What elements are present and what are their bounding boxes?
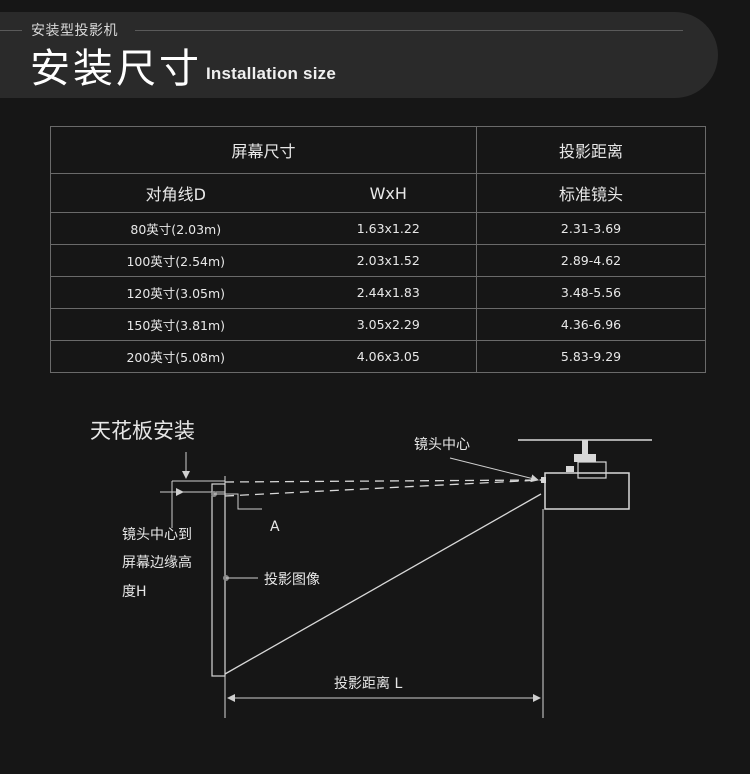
- mount-foot: [577, 461, 607, 479]
- installation-size-table: 屏幕尺寸 投影距离 对角线D WxH 标准镜头 80英寸(2.03m) 1.63…: [49, 126, 707, 373]
- header-band: [0, 12, 718, 98]
- table-group-header-row: 屏幕尺寸 投影距离: [49, 126, 707, 174]
- product-type-label: 安装型投影机: [31, 23, 118, 39]
- point-a-label: A: [270, 519, 280, 535]
- cell-wxh: 1.63x1.22: [300, 212, 478, 245]
- projected-image-label: 投影图像: [264, 572, 320, 588]
- point-a-leader: [214, 493, 262, 510]
- header-wxh: WxH: [300, 173, 478, 213]
- header-diagonal: 对角线D: [50, 173, 301, 213]
- page-title-english: Installation size: [206, 64, 336, 83]
- projection-screen: [211, 483, 226, 677]
- light-ray-mid: [224, 479, 542, 497]
- mount-clip: [566, 466, 574, 472]
- cell-wxh: 2.44x1.83: [300, 276, 478, 309]
- light-ray-bottom: [224, 493, 542, 675]
- cell-diagonal: 80英寸(2.03m): [50, 212, 301, 245]
- table-row: 200英寸(5.08m) 4.06x3.05 5.83-9.29: [50, 340, 707, 373]
- table-row: 100英寸(2.54m) 2.03x1.52 2.89-4.62: [50, 244, 707, 277]
- lens-to-edge-label-line1: 镜头中心到: [122, 527, 192, 543]
- cell-distance: 3.48-5.56: [476, 276, 707, 309]
- table-sub-header-row: 对角线D WxH 标准镜头: [50, 173, 707, 213]
- table-row: 150英寸(3.81m) 3.05x2.29 4.36-6.96: [50, 308, 707, 341]
- table-row: 80英寸(2.03m) 1.63x1.22 2.31-3.69: [50, 212, 707, 245]
- ceiling-mount-diagram: 天花板安装 镜头中心 A 镜头中心到 屏幕边缘高 度H 投影图像 投影距离 L: [90, 419, 652, 718]
- projection-distance-label: 投影距离 L: [334, 675, 402, 692]
- lens-to-edge-label-line2: 屏幕边缘高: [122, 554, 192, 571]
- header-screen-size: 屏幕尺寸: [49, 126, 478, 174]
- cell-diagonal: 100英寸(2.54m): [50, 244, 301, 277]
- lens-center-label: 镜头中心: [414, 437, 470, 453]
- header-projection-distance: 投影距离: [476, 126, 707, 174]
- header-standard-lens: 标准镜头: [476, 173, 707, 213]
- cell-wxh: 4.06x3.05: [300, 340, 478, 373]
- cell-distance: 2.89-4.62: [476, 244, 707, 277]
- cell-distance: 4.36-6.96: [476, 308, 707, 341]
- cell-distance: 2.31-3.69: [476, 212, 707, 245]
- lens-center-arrow: [449, 457, 539, 483]
- projector-lens: [541, 477, 546, 483]
- cell-diagonal: 200英寸(5.08m): [50, 340, 301, 373]
- lens-to-edge-label-line3: 度H: [122, 584, 147, 600]
- header-divider-left: [0, 30, 22, 31]
- cell-wxh: 2.03x1.52: [300, 244, 478, 277]
- mount-post: [582, 440, 588, 454]
- mount-bracket: [574, 454, 596, 462]
- table-row: 120英寸(3.05m) 2.44x1.83 3.48-5.56: [50, 276, 707, 309]
- cell-distance: 5.83-9.29: [476, 340, 707, 373]
- page-title: 安装尺寸: [30, 46, 202, 92]
- diagram-title: 天花板安装: [90, 419, 195, 443]
- header-divider-right: [135, 30, 683, 31]
- projector-body: [544, 472, 630, 510]
- cell-diagonal: 120英寸(3.05m): [50, 276, 301, 309]
- light-ray-top: [224, 479, 542, 483]
- cell-wxh: 3.05x2.29: [300, 308, 478, 341]
- cell-diagonal: 150英寸(3.81m): [50, 308, 301, 341]
